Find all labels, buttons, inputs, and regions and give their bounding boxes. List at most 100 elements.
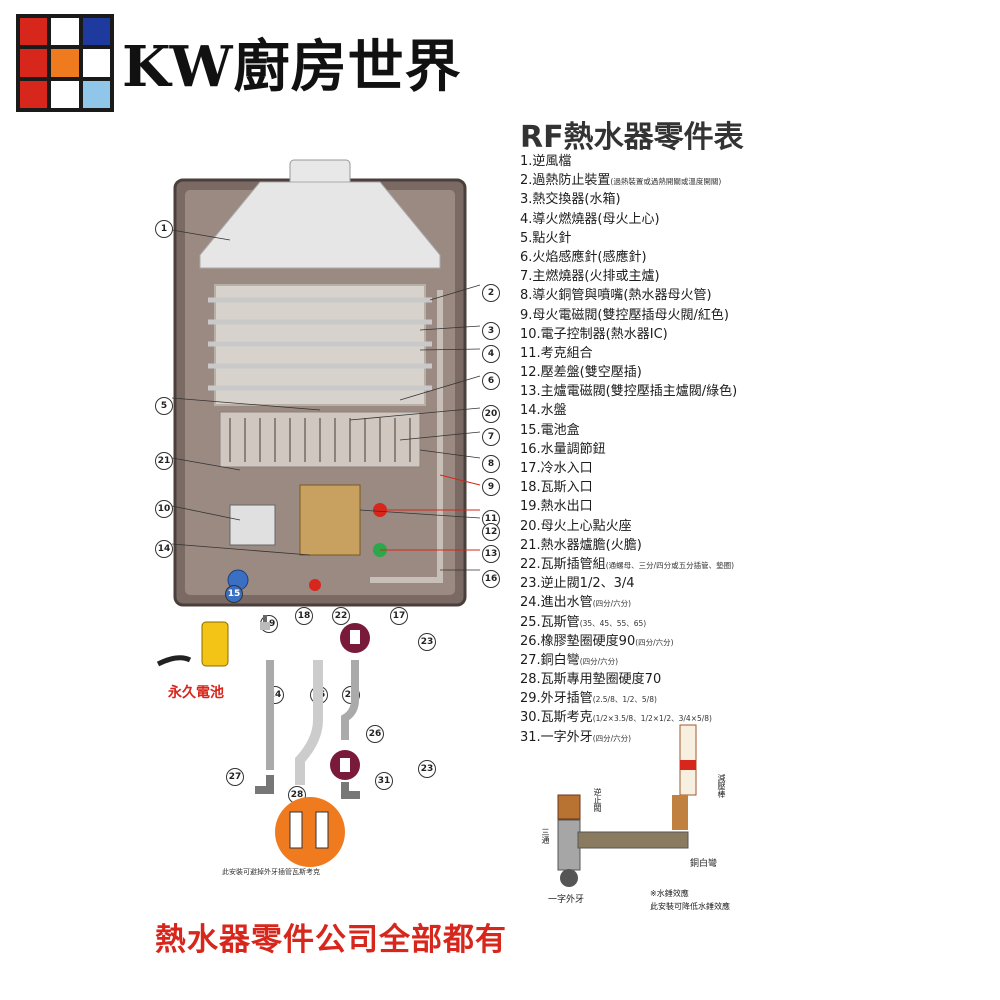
part-name: 31.一字外牙: [520, 729, 593, 745]
parts-list-item: 31.一字外牙(四分/六分): [520, 728, 737, 747]
part-name: 14.水盤: [520, 403, 567, 419]
part-name: 15.電池盒: [520, 422, 580, 438]
leader-lines-dark: [171, 229, 481, 571]
gas-valve-assembly: [299, 484, 361, 556]
part-spec: (四分/六分): [592, 599, 632, 609]
parts-list-item: 1.逆風檔: [520, 152, 737, 171]
callout-number: 3: [482, 322, 500, 340]
elbow-note: 此安裝可避掉外牙插管瓦斯考克: [222, 868, 320, 876]
part-name: 1.逆風檔: [520, 154, 572, 169]
parts-list-item: 26.橡膠墊圈硬度90(四分/六分): [520, 632, 737, 651]
part-name: 7.主燃燒器(火排或主爐): [520, 269, 660, 285]
parts-list-item: 21.熱水器爐膽(火膽): [520, 536, 737, 555]
parts-list-item: 24.進出水管(四分/六分): [520, 593, 737, 612]
part-name: 20.母火上心點火座: [520, 518, 632, 534]
part-name: 10.電子控制器(熱水器IC): [520, 326, 668, 342]
note-water-hammer: ※水錘效應: [650, 889, 689, 898]
callout-number: 20: [482, 405, 500, 423]
label-check-valve: 逆止閥: [593, 788, 602, 812]
part-spec: (35、45、55、65): [579, 618, 647, 628]
gas-hose: [295, 660, 323, 785]
callout-number: 23: [418, 760, 436, 778]
parts-list-item: 20.母火上心點火座: [520, 517, 737, 536]
parts-list-item: 28.瓦斯專用墊圈硬度70: [520, 670, 737, 689]
parts-list-item: 8.導火銅管與噴嘴(熱水器母火管): [520, 286, 737, 305]
callout-number: 13: [482, 545, 500, 563]
parts-list-item: 4.導火燃燒器(母火上心): [520, 210, 737, 229]
logo-cell: [20, 49, 48, 77]
callout-number: 27: [226, 768, 244, 786]
logo-cell: [20, 80, 48, 108]
part-name: 8.導火銅管與噴嘴(熱水器母火管): [520, 288, 712, 304]
part-spec: (四分/六分): [635, 637, 674, 647]
part-name: 27.銅白彎: [520, 652, 580, 668]
elbow-left: [255, 775, 274, 794]
parts-list-item: 22.瓦斯插管組(通螺母、三分/四分或五分插管、墊圈): [520, 555, 737, 574]
burner-tubes: [229, 418, 411, 462]
part-spec: (1/2×3.5/8、1/2×1/2、3/4×5/8): [592, 714, 712, 724]
parts-list-item: 30.瓦斯考克(1/2×3.5/8、1/2×1/2、3/4×5/8): [520, 708, 737, 727]
callout-number: 15: [225, 585, 243, 603]
parts-list-item: 10.電子控制器(熱水器IC): [520, 325, 737, 344]
part-spec: (通螺母、三分/四分或五分插管、墊圈): [605, 560, 735, 570]
brand-name: KW廚房世界: [122, 34, 462, 100]
callout-number: 1: [155, 220, 173, 238]
parts-list-item: 3.熱交換器(水箱): [520, 190, 737, 209]
part-name: 18.瓦斯入口: [520, 480, 593, 496]
brand-logo: [16, 14, 114, 112]
part-name: 5.點火針: [520, 230, 572, 246]
battery-label: 永久電池: [168, 685, 224, 701]
parts-list-item: 19.熱水出口: [520, 497, 737, 516]
callout-number: 7: [482, 428, 500, 446]
parts-list-item: 23.逆止閥1/2、3/4: [520, 574, 737, 593]
label-tee: 三通: [541, 828, 550, 844]
parts-list-item: 2.過熱防止裝置(過熱裝置或過熱開關或溫度開關): [520, 171, 737, 190]
parts-list-item: 17.冷水入口: [520, 459, 737, 478]
logo-cell: [51, 80, 79, 108]
parts-list-item: 12.壓差盤(雙空壓插): [520, 363, 737, 382]
gas-inlet-knob: [309, 579, 321, 591]
callout-number: 2: [482, 284, 500, 302]
logo-cell: [51, 18, 79, 46]
parts-list-title: RF熱水器零件表: [520, 120, 744, 155]
tee-fitting: [557, 819, 581, 871]
logo-cell: [82, 80, 110, 108]
leader-lines: [380, 474, 481, 551]
callout-number: 10: [155, 500, 173, 518]
water-heater-diagram: [171, 159, 481, 607]
part-name: 24.進出水管: [520, 595, 593, 611]
fitting-assembly-diagram: [557, 724, 697, 887]
callout-number: 21: [155, 452, 173, 470]
label-copper-elbow: 銅白彎: [690, 859, 718, 869]
part-name: 17.冷水入口: [520, 461, 593, 476]
side-pipe: [370, 290, 443, 583]
parts-list-item: 16.水量調節鈕: [520, 440, 737, 459]
battery: [156, 621, 229, 667]
callout-number: 9: [482, 478, 500, 496]
callout-number: 22: [332, 607, 350, 625]
electronic-controller: [229, 504, 276, 546]
part-name: 29.外牙插管: [520, 691, 593, 707]
part-name: 22.瓦斯插管組: [520, 556, 606, 572]
parts-list-item: 15.電池盒: [520, 421, 737, 440]
elbow-right: [341, 782, 360, 799]
part-spec: (四分/六分): [579, 656, 619, 666]
label-pressure-reducer: 減壓棒: [717, 774, 726, 798]
part-name: 12.壓差盤(雙空壓插): [520, 365, 642, 381]
wind-guard: [199, 181, 441, 269]
part-name: 23.逆止閥1/2、3/4: [520, 576, 635, 592]
parts-list-item: 18.瓦斯入口: [520, 478, 737, 497]
part-name: 6.火焰感應針(感應針): [520, 249, 647, 265]
parts-list-item: 11.考克組合: [520, 344, 737, 363]
part-name: 28.瓦斯專用墊圈硬度70: [520, 672, 662, 688]
callout-number: 14: [155, 540, 173, 558]
parts-list-item: 7.主燃燒器(火排或主爐): [520, 267, 737, 286]
one-way-fitting: [560, 869, 578, 887]
parts-list-item: 9.母火電磁閥(雙控壓插母火閥/紅色): [520, 306, 737, 325]
logo-cell: [51, 49, 79, 77]
callout-number: 6: [482, 372, 500, 390]
callout-number: 23: [418, 633, 436, 651]
part-name: 2.過熱防止裝置: [520, 173, 611, 189]
water-hose-right: [341, 660, 359, 740]
accessory-diagram: [156, 615, 370, 867]
